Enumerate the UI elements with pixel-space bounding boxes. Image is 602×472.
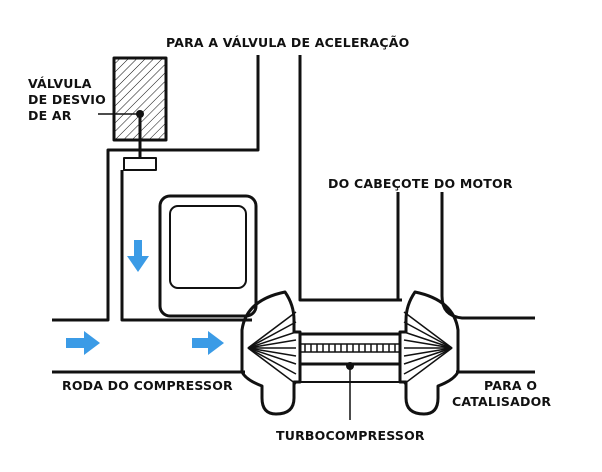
bypass-leader-dot — [136, 110, 144, 118]
engine-head-label: DO CABEÇOTE DO MOTOR — [328, 176, 513, 191]
throttle-label: PARA A VÁLVULA DE ACELERAÇÃO — [166, 35, 409, 50]
inlet-inner-wall — [120, 170, 252, 322]
turbo-label: TURBOCOMPRESSOR — [276, 428, 425, 443]
catalyst-label-line1: PARA O — [484, 378, 537, 393]
turbine-wheel — [403, 311, 453, 385]
compressor-wheel — [247, 311, 297, 385]
compressor-wheel-label: RODA DO COMPRESSOR — [62, 378, 233, 393]
arrow-right-icon — [66, 331, 100, 355]
shaft-bearings — [300, 343, 400, 353]
throttle-pipe-left-wall — [52, 55, 260, 322]
engine-pipe-right-wall — [440, 192, 535, 320]
bypass-valve-actuator — [123, 157, 157, 171]
bypass-label-line1: VÁLVULA — [28, 76, 92, 91]
arrow-right-icon — [192, 331, 224, 355]
intercooler-outer — [158, 194, 258, 318]
intercooler-inner — [169, 205, 247, 289]
compressor-housing — [240, 290, 302, 416]
arrow-down-icon — [127, 240, 149, 272]
catalyst-label-line2: CATALISADOR — [452, 394, 551, 409]
shaft-housing — [298, 332, 402, 366]
turbine-housing — [398, 290, 460, 416]
bypass-label-line3: DE AR — [28, 108, 72, 123]
throttle-pipe-right-wall — [298, 55, 402, 302]
turbo-leader-dot — [346, 362, 354, 370]
bypass-label-line2: DE DESVIO — [28, 92, 106, 107]
